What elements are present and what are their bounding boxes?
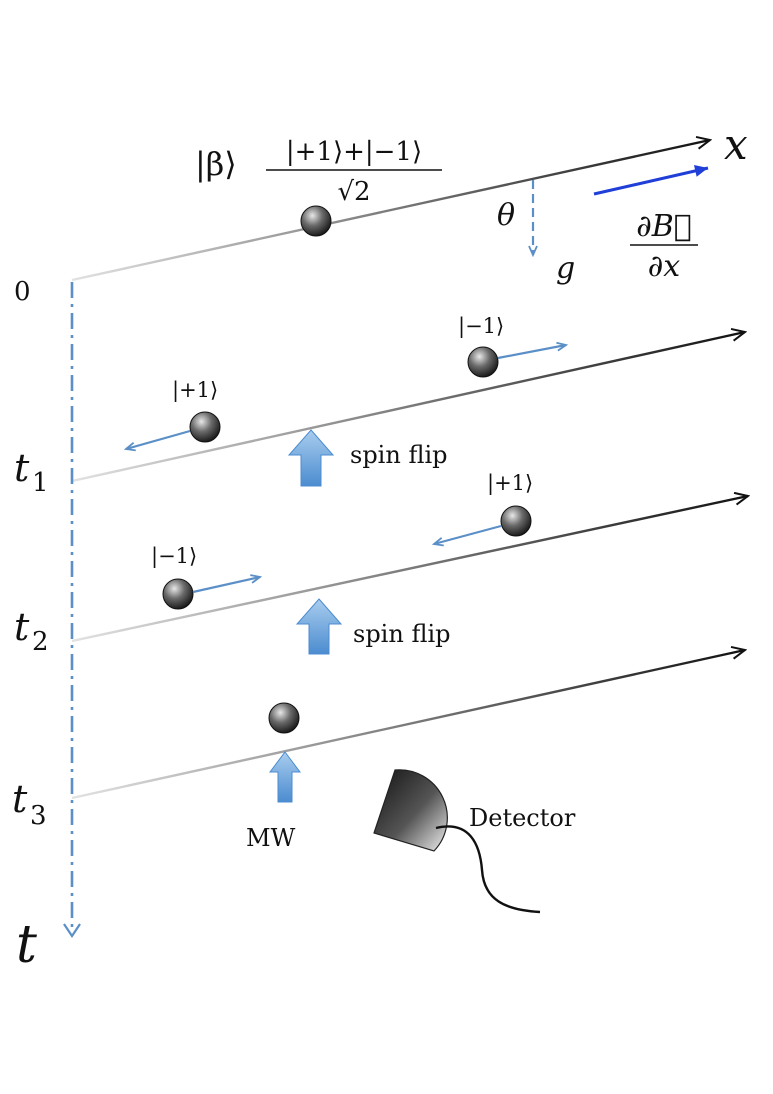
mw-label: MW	[246, 824, 296, 852]
svg-text:t: t	[14, 446, 30, 490]
state-label-t1-plus: |+1⟩	[172, 378, 218, 403]
initial-state-label: |β⟩ |+1⟩+|−1⟩ √2	[195, 137, 442, 207]
state-label-t1-minus: |−1⟩	[458, 314, 504, 339]
momentum-arrow	[126, 429, 191, 449]
time-mark-t3: t 3	[12, 777, 47, 831]
svg-text:∂B⃗: ∂B⃗	[636, 209, 692, 244]
svg-text:√2: √2	[337, 177, 370, 207]
theta-label: θ	[497, 198, 515, 233]
time-mark-0: 0	[14, 277, 31, 307]
detector-label: Detector	[469, 804, 576, 832]
svg-text:2: 2	[32, 627, 49, 657]
svg-text:|β⟩: |β⟩	[195, 145, 237, 183]
svg-text:1: 1	[32, 468, 49, 498]
svg-text:∂x: ∂x	[648, 249, 681, 284]
momentum-arrow	[192, 577, 260, 594]
time-axis-arrowhead	[63, 923, 81, 938]
field-gradient-label: ∂B⃗ ∂x	[630, 209, 698, 284]
momentum-arrow	[434, 524, 502, 544]
spin-flip-label-1: spin flip	[350, 441, 448, 469]
field-gradient-arrow	[593, 165, 709, 196]
particle-icon	[189, 411, 221, 443]
particle-icon	[162, 578, 194, 610]
t-axis-label: t	[16, 915, 37, 975]
time-mark-t2: t 2	[14, 605, 49, 657]
up-arrow-icon	[269, 751, 301, 803]
axis-line-t1	[71, 332, 745, 483]
particle-icon	[467, 346, 499, 378]
time-mark-t1: t 1	[14, 446, 49, 498]
particle-icon	[500, 505, 532, 537]
axis-line-t2	[71, 496, 748, 643]
svg-text:3: 3	[30, 801, 47, 831]
detector-cable	[435, 825, 541, 914]
state-label-t2-plus: |+1⟩	[487, 471, 533, 496]
up-arrow-icon	[287, 429, 335, 487]
up-arrow-icon	[295, 598, 343, 655]
svg-text:t: t	[12, 777, 28, 821]
detector-icon	[373, 769, 448, 852]
momentum-arrow	[497, 345, 566, 360]
spin-flip-label-2: spin flip	[353, 620, 451, 648]
particle-icon	[300, 205, 332, 237]
axis-line-0	[71, 140, 710, 282]
svg-text:t: t	[14, 605, 30, 649]
axis-line-t3	[71, 650, 745, 800]
x-axis-label: x	[724, 120, 748, 169]
state-label-t2-minus: |−1⟩	[151, 544, 197, 569]
gravity-label: g	[556, 251, 575, 286]
particle-icon	[268, 702, 300, 734]
svg-text:|+1⟩+|−1⟩: |+1⟩+|−1⟩	[286, 137, 422, 167]
